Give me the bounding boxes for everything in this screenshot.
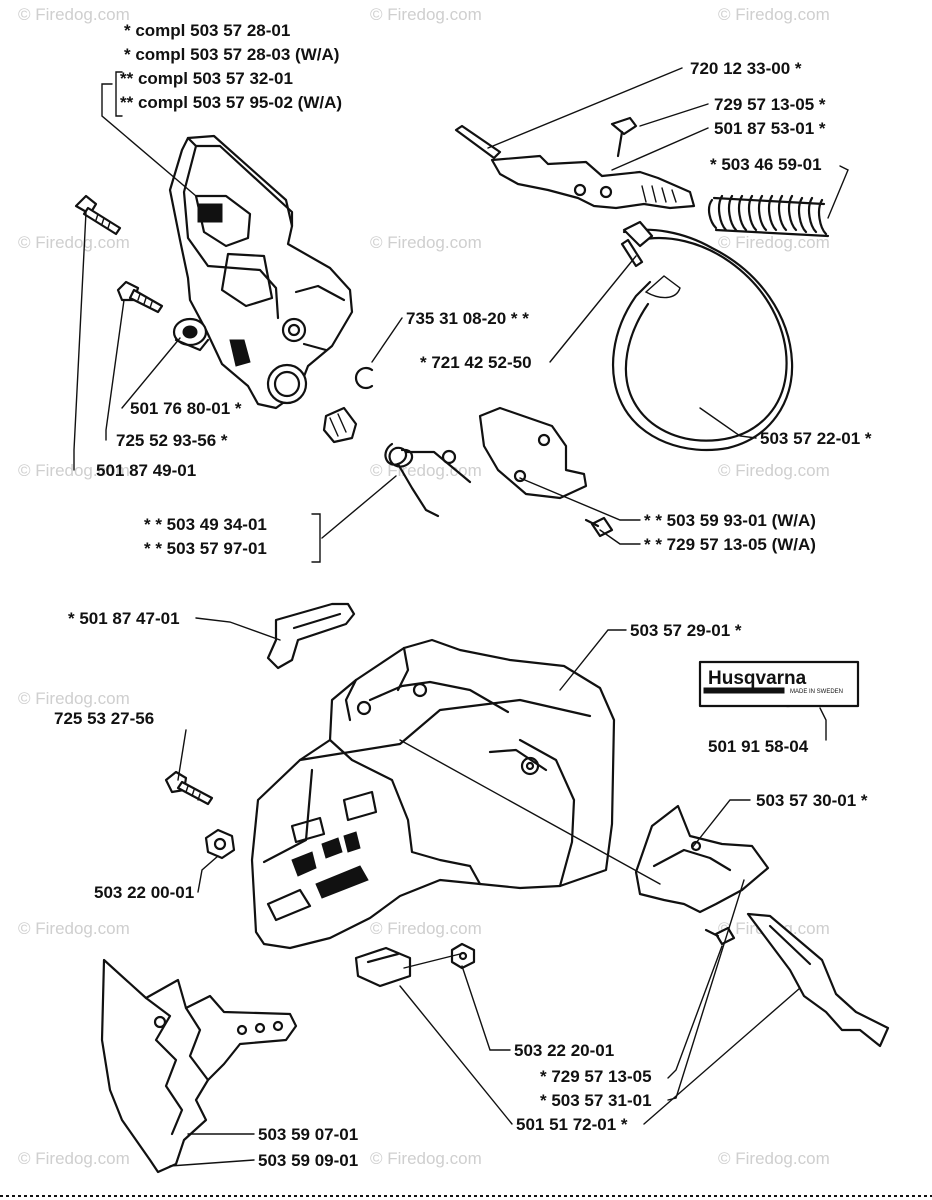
part-label: * 721 42 52-50 <box>420 353 532 372</box>
part-label: 501 91 58-04 <box>708 737 809 756</box>
sleeve-drawing <box>322 406 358 444</box>
part-label: 501 87 53-01 * <box>714 119 826 138</box>
husqvarna-logo-subtitle: MADE IN SWEDEN <box>790 689 843 695</box>
watermark: © Firedog.com <box>18 5 130 24</box>
watermark: © Firedog.com <box>370 1149 482 1168</box>
part-label: * 501 87 47-01 <box>68 609 180 628</box>
part-label: * 729 57 13-05 <box>540 1067 652 1086</box>
part-label: * * 729 57 13-05 (W/A) <box>644 535 816 554</box>
part-label: 501 76 80-01 * <box>130 399 242 418</box>
husqvarna-decal: Husqvarna MADE IN SWEDEN <box>698 660 860 708</box>
watermark: © Firedog.com <box>718 461 830 480</box>
watermark: © Firedog.com <box>18 919 130 938</box>
watermark: © Firedog.com <box>18 233 130 252</box>
part-label: 735 31 08-20 * * <box>406 309 529 328</box>
torsion-spring-drawing <box>384 442 472 518</box>
pin-drawing <box>620 238 644 268</box>
circlip-drawing <box>354 366 374 390</box>
part-label: ** compl 503 57 32-01 <box>120 69 293 88</box>
clutch-cover-drawing <box>250 638 616 950</box>
watermark: © Firedog.com <box>718 1149 830 1168</box>
part-label: 729 57 13-05 * <box>714 95 826 114</box>
watermark: © Firedog.com <box>718 233 830 252</box>
bolt-drawing <box>74 194 122 236</box>
part-label: 503 57 22-01 * <box>760 429 872 448</box>
screw-wa-drawing <box>584 516 614 538</box>
watermark: © Firedog.com <box>18 689 130 708</box>
compression-spring-drawing <box>707 194 830 238</box>
part-label: 725 52 93-56 * <box>116 431 228 450</box>
deflector-drawing <box>746 912 890 1048</box>
brake-lever-drawing <box>454 124 696 210</box>
part-label: 501 87 49-01 <box>96 461 196 480</box>
part-label: 503 59 09-01 <box>258 1151 358 1170</box>
part-label: 725 53 27-56 <box>54 709 154 728</box>
cover-plate-drawing <box>478 406 588 500</box>
leader-lines <box>73 67 849 1167</box>
part-label: 503 59 07-01 <box>258 1125 358 1144</box>
part-label: * * 503 57 97-01 <box>144 539 267 558</box>
part-label: * * 503 49 34-01 <box>144 515 267 534</box>
watermark: © Firedog.com <box>718 5 830 24</box>
part-labels: * compl 503 57 28-01 * compl 503 57 28-0… <box>54 21 872 1170</box>
watermark: © Firedog.com <box>370 5 482 24</box>
part-label: 720 12 33-00 * <box>690 59 802 78</box>
watermark: © Firedog.com <box>18 1149 130 1168</box>
brake-band-drawing <box>611 220 794 452</box>
small-nut-drawing <box>450 942 476 970</box>
part-label: ** compl 503 57 95-02 (W/A) <box>120 93 342 112</box>
chain-guide-plate-drawing <box>100 958 298 1174</box>
part-label: 503 57 29-01 * <box>630 621 742 640</box>
part-label: 503 22 20-01 <box>514 1041 614 1060</box>
chain-brake-handle-drawing <box>168 134 354 410</box>
watermark: © Firedog.com <box>370 233 482 252</box>
part-label: 501 51 72-01 * <box>516 1115 628 1134</box>
part-label: * compl 503 57 28-01 <box>124 21 290 40</box>
part-label: * 503 46 59-01 <box>710 155 822 174</box>
part-label: * compl 503 57 28-03 (W/A) <box>124 45 339 64</box>
guide-block-drawing <box>354 946 412 988</box>
part-label: 503 22 00-01 <box>94 883 194 902</box>
part-label: 503 57 30-01 * <box>756 791 868 810</box>
part-label: * * 503 59 93-01 (W/A) <box>644 511 816 530</box>
screw-drawing <box>116 280 164 314</box>
part-label: * 503 57 31-01 <box>540 1091 652 1110</box>
cover-screw-drawing <box>164 770 214 806</box>
watermark: © Firedog.com <box>370 919 482 938</box>
screw-lower-drawing <box>704 926 736 946</box>
spring-clip-drawing <box>266 602 356 670</box>
bushing-drawing <box>172 317 210 352</box>
guard-drawing <box>634 804 770 914</box>
husqvarna-logo: Husqvarna <box>708 668 807 689</box>
nut-drawing <box>204 828 236 860</box>
screw-top-drawing <box>610 116 638 158</box>
